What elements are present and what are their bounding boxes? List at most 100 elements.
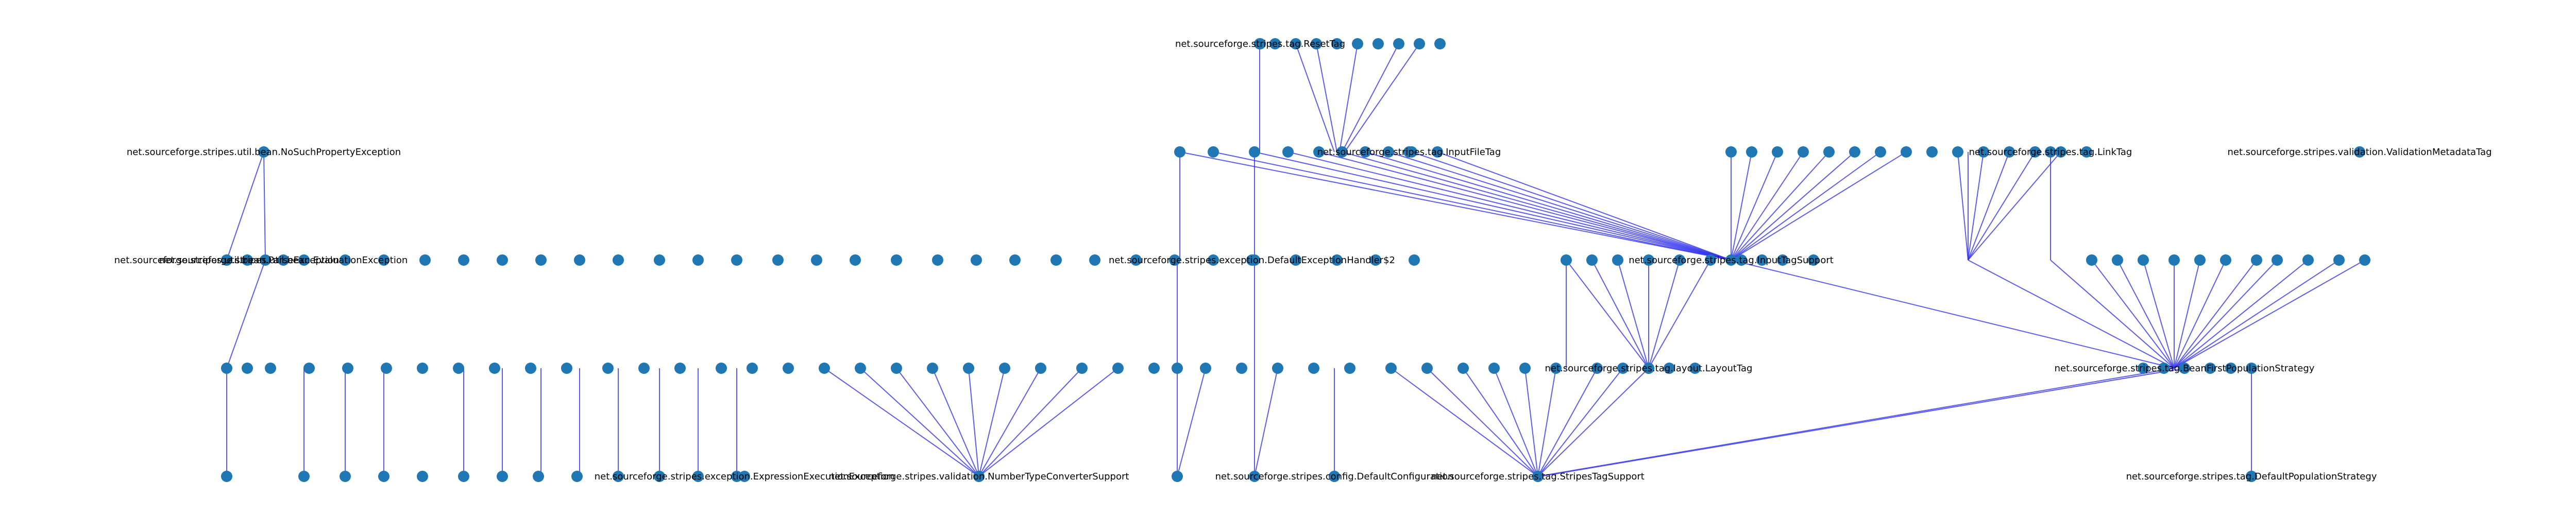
graph-node [2225,363,2236,374]
edge [2174,260,2226,369]
edge [1968,260,2175,369]
graph-node [2138,254,2149,266]
graph-node [453,363,464,374]
node-label-n2: net.sourceforge.stripes.util.bean.NoSuch… [127,147,401,158]
graph-node [1926,146,1938,158]
graph-node [381,363,392,374]
graph-node [2359,254,2370,266]
graph-node [1875,146,1886,158]
graph-node [1050,254,1062,266]
edge [226,151,264,261]
edge-layer [226,43,2365,477]
graph-node [1035,363,1046,374]
edge [1287,151,1732,261]
graph-node [1612,254,1623,266]
edge [1648,260,1680,369]
graph-node [1689,363,1701,374]
graph-node-n5 [2045,146,2056,158]
graph-node [242,363,253,374]
graph-node [417,471,428,482]
graph-node-n12 [739,471,750,482]
graph-node [716,363,727,374]
graph-node [2029,146,2041,158]
graph-node [1249,146,1260,158]
graph-node [2251,254,2262,266]
graph-node [533,471,544,482]
graph-node [1282,146,1294,158]
edge [1648,260,1711,369]
node-label-n15: net.sourceforge.stripes.tag.StripesTagSu… [1431,471,1645,482]
graph-node [1076,363,1088,374]
graph-node [1331,38,1343,49]
edge [896,368,979,477]
graph-node-n9 [1725,254,1737,266]
graph-node [2194,254,2206,266]
graph-node [1130,254,1142,266]
edge [978,368,1005,477]
node-label-n3: net.sourceforge.stripes.validation.Valid… [2227,147,2492,158]
graph-node [458,471,469,482]
graph-node [1313,146,1325,158]
edge [860,368,979,477]
edge [1731,151,1829,261]
graph-node [298,254,310,266]
edge [2174,260,2365,369]
graph-node [340,254,351,266]
edge [1344,43,1420,152]
graph-node [340,471,351,482]
edge [1316,43,1337,152]
edge [1524,368,1538,477]
node-label-n9: net.sourceforge.stripes.tag.InputTagSupp… [1629,255,1834,266]
graph-node [1370,254,1381,266]
graph-node [1746,146,1757,158]
graph-node [1009,254,1021,266]
graph-node [1372,38,1384,49]
graph-node [1169,254,1180,266]
graph-node [1272,363,1283,374]
graph-node-n10 [1643,363,1654,374]
graph-node [571,471,583,482]
graph-node-n15 [1532,471,1544,482]
edge [1537,368,1556,477]
edge [1591,260,1649,369]
graph-node [1823,146,1835,158]
graph-node [1849,146,1860,158]
graph-node [1360,146,1371,158]
edge [978,368,1082,477]
graph-node-n3 [2354,146,2365,158]
graph-node [458,254,469,266]
edge [1342,151,1732,261]
edge [2174,260,2340,369]
graph-node [1409,254,1420,266]
graph-node [1432,146,1443,158]
graph-node [1290,38,1301,49]
edge [1968,151,2036,261]
edge [1731,151,1907,261]
edge [1540,368,2185,477]
graph-node-n14 [1329,471,1340,482]
graph-node [963,363,974,374]
graph-node [1591,363,1603,374]
graph-node [535,254,547,266]
node-label-n10: net.sourceforge.stripes.tag.layout.Layou… [1545,363,1753,374]
edge [1391,368,1538,477]
graph-node [1393,38,1404,49]
graph-node [674,363,686,374]
graph-node-n7 [278,254,289,266]
graph-node [932,254,943,266]
graph-node [654,471,665,482]
edge [263,151,266,261]
graph-node [2055,146,2066,158]
graph-node [1772,146,1783,158]
graph-node [574,254,585,266]
edge [2174,260,2257,369]
edge [1254,368,1278,477]
edge [1731,151,1855,261]
edge [226,260,266,369]
graph-node [342,363,353,374]
edge [978,368,1118,477]
edge [2174,260,2200,369]
edge [1365,151,1732,261]
graph-node [1200,363,1211,374]
graph-node [1290,254,1301,266]
